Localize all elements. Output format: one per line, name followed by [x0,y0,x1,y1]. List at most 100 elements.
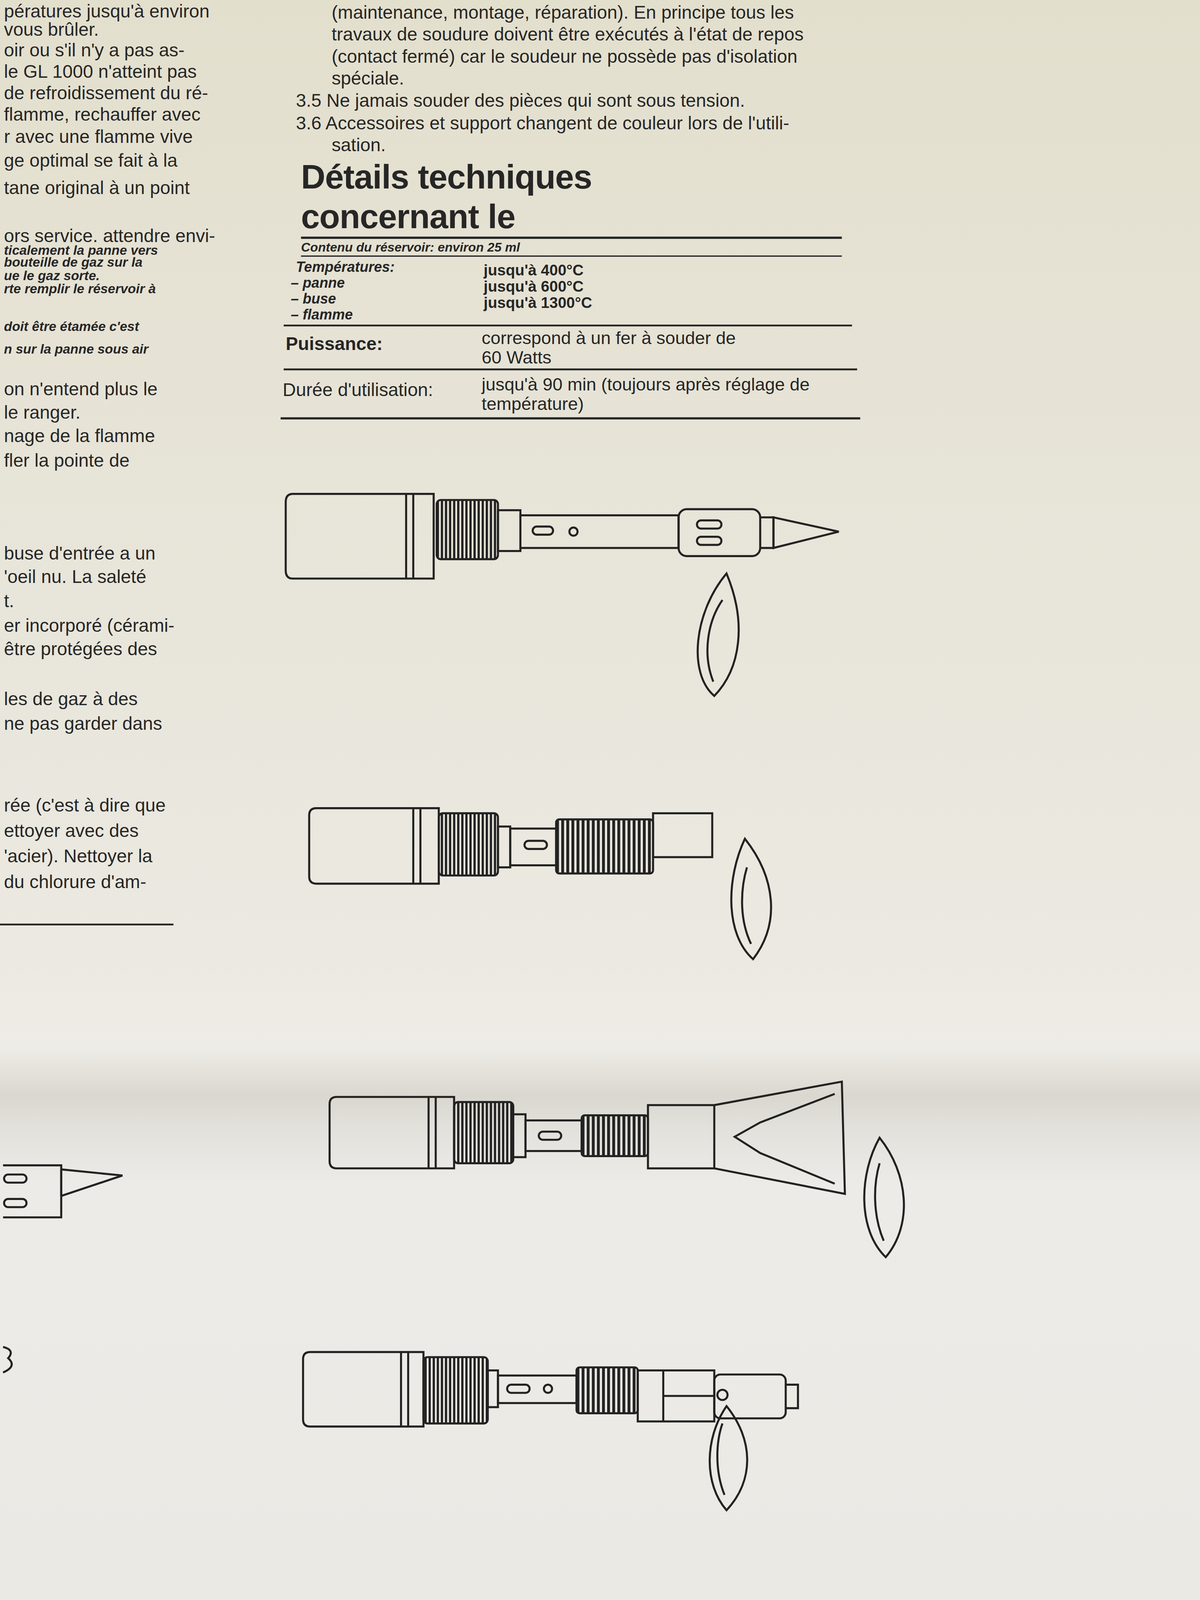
soldering-iron-knife [576,1367,638,1414]
soldering-iron-burner [419,808,422,884]
soldering-iron-burner [438,813,499,876]
soldering-iron-knife [714,1374,786,1419]
cut-text-line: pératures jusqu'à environ [3,1,210,22]
table-cell: – buse [290,290,337,307]
table-cell: jusqu'à 600°C [483,278,584,295]
cut-text-line: oir ou s'il n'y a pas as- [3,40,185,61]
soldering-iron-knife [507,1384,530,1393]
cut-figure-fragment [3,1346,12,1373]
soldering-iron-reflector [329,1096,455,1169]
soldering-iron-tip [412,494,415,579]
soldering-iron-tip [678,509,761,556]
soldering-iron-knife [303,1351,424,1427]
soldering-iron-knife [709,1405,748,1510]
cut-text-line: buse d'entrée a un [3,543,156,564]
soldering-iron-knife [498,1375,577,1403]
cut-text-line: flamme, rechauffer avec [3,104,201,125]
soldering-iron-reflector [427,1096,430,1169]
cut-text-line: 'oeil nu. La saleté [3,566,147,587]
soldering-iron-tip [569,527,578,536]
soldering-iron-tip [696,520,722,529]
soldering-iron-tip [520,515,679,549]
table-cell: jusqu'à 90 min (toujours après réglage d… [481,374,860,414]
soldering-iron-burner [524,840,548,850]
soldering-iron-burner [309,808,439,884]
soldering-iron-reflector [875,1163,884,1241]
safety-rule: 3.5 Ne jamais souder des pièces qui sont… [296,90,746,111]
soldering-iron-knife [487,1370,499,1408]
soldering-iron-tip [532,526,553,535]
table-cell: – panne [290,275,345,291]
soldering-iron-burner [731,838,772,960]
soldering-iron-reflector [864,1137,904,1258]
soldering-iron-reflector [734,1094,835,1184]
soldering-iron-tip [697,573,739,697]
soldering-iron-burner [309,808,772,960]
cut-text-line: vous brûler. [3,19,99,40]
table-cell: Durée d'utilisation: [282,379,433,400]
cut-text-line: ettoyer avec des [3,820,139,841]
soldering-iron-tip [696,536,722,546]
soldering-iron-reflector [648,1105,715,1169]
section-title: Détails techniques concernant le [301,157,758,237]
table-rules [301,255,843,257]
table-cell: Températures: [296,259,395,275]
cut-text-line: r avec une flamme vive [3,126,193,147]
cut-text-line: rée (c'est à dire que [3,795,166,816]
soldering-iron-tip [405,494,408,579]
cut-text-line: les de gaz à des [3,688,138,710]
cut-text-line: on n'entend plus le [3,378,158,400]
cut-figure-fragment [3,1165,123,1373]
soldering-iron-knife [637,1370,715,1422]
soldering-iron-knife [303,1351,799,1511]
cut-text-line: bouteille de gaz sur la [3,255,143,270]
soldering-iron-reflector [525,1120,582,1151]
soldering-iron-tip [760,517,774,549]
table-cell: Contenu du réservoir: environ 25 ml [301,240,521,255]
soldering-iron-knife [663,1370,715,1422]
cut-text-line: 'acier). Nettoyer la [3,846,153,867]
table-cell: correspond à un fer à souder de 60 Watts [481,328,758,368]
table-cell: jusqu'à 400°C [483,261,584,279]
table-cell: jusqu'à 1300°C [483,294,593,312]
soldering-iron-tip [285,494,434,579]
cut-text-line: du chlorure d'am- [3,871,147,893]
cut-text-line: nage de la flamme [3,425,156,447]
soldering-iron-burner [412,808,415,884]
soldering-iron-burner [510,828,557,866]
soldering-iron-reflector [714,1081,845,1195]
table-rules [0,237,861,925]
soldering-iron-knife [544,1384,553,1393]
soldering-iron-burner [498,826,511,868]
soldering-iron-tip [707,600,723,682]
cut-text-line: doit être étamée c'est [3,319,139,335]
safety-rule: 3.6 Accessoires et support changent de c… [296,112,848,157]
table-cell: – flamme [290,306,353,323]
cut-figure-fragment [61,1169,123,1197]
cut-text-line: le ranger. [3,402,81,423]
cut-figure-fragment [3,1174,27,1183]
table-rules [283,368,858,371]
cut-text-line: rte remplir le réservoir à [3,281,156,297]
cut-figure-fragment [60,1169,63,1197]
table-cell: Puissance: [285,333,383,354]
soldering-iron-knife [785,1384,799,1408]
soldering-iron-knife [407,1351,410,1427]
cut-text-line: ne pas garder dans [3,713,163,734]
soldering-iron-tip [773,517,839,549]
table-rules [0,923,174,926]
cut-text-line: fler la pointe de [3,450,130,471]
table-rules [283,324,852,327]
soldering-iron-knife [717,1423,725,1495]
cut-text-line: de refroidissement du ré- [3,82,208,104]
soldering-iron-reflector [581,1115,649,1157]
soldering-iron-reflector [453,1101,514,1164]
soldering-iron-reflector [329,1081,904,1258]
soldering-iron-reflector [434,1096,437,1169]
table-rules [301,236,843,239]
soldering-iron-tip [436,500,499,560]
soldering-iron-reflector [538,1131,562,1141]
soldering-iron-knife [400,1351,402,1427]
cut-text-line: être protégées des [3,638,158,660]
